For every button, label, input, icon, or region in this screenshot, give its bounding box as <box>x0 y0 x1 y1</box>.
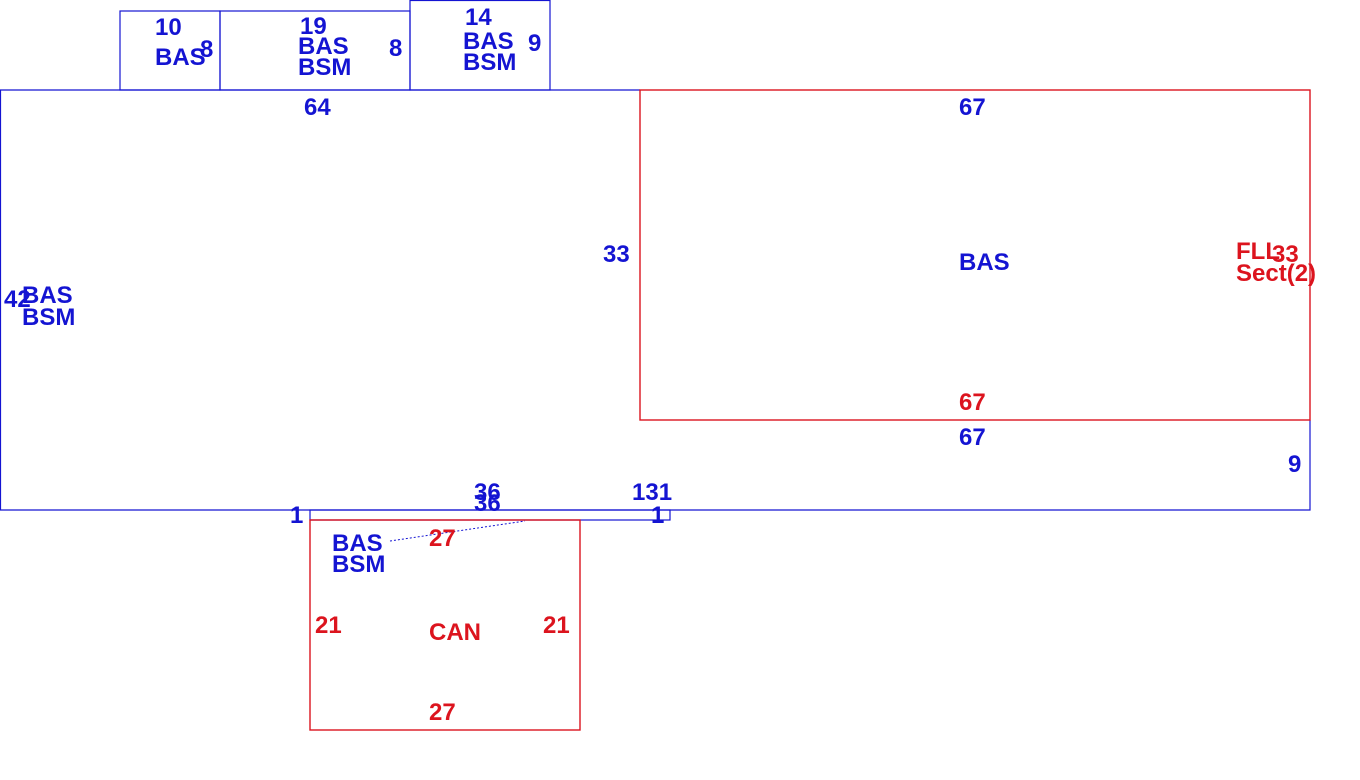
lower-right-dim-bottom-b: 1 <box>651 502 664 529</box>
bay-right-code-2: BSM <box>463 49 516 76</box>
strip-dim-top: 36 <box>474 479 501 506</box>
bay-mid-code-1: BAS <box>298 33 349 60</box>
canopy-dim-right: 21 <box>543 612 570 639</box>
canopy-outline <box>309 519 581 731</box>
canopy-dim-top: 27 <box>429 525 456 552</box>
bay-mid-dim-side: 8 <box>389 35 402 62</box>
main-code-1: BAS <box>22 282 73 309</box>
upper-right-tag-2: Sect(2) <box>1236 260 1316 287</box>
upper-right-tag-1: FLL <box>1236 238 1280 265</box>
bay-mid-dim-top: 19 <box>300 13 327 40</box>
canopy-dim-bottom: 27 <box>429 699 456 726</box>
upper-right-dim-right: 33 <box>1272 241 1299 268</box>
strip-dim-bottom: 36 <box>474 490 501 517</box>
upper-right-dim-top: 67 <box>959 94 986 121</box>
bay-left-dim-top: 10 <box>155 14 182 41</box>
leader-line <box>389 520 526 542</box>
upper-right-outline <box>639 89 1311 421</box>
main-code-2: BSM <box>22 304 75 331</box>
bay-left-code: BAS <box>155 44 206 71</box>
main-dim-inner: 33 <box>603 241 630 268</box>
bay-right-code-1: BAS <box>463 28 514 55</box>
bay-right-dim-side: 9 <box>528 30 541 57</box>
bay-right-dim-top: 14 <box>465 4 492 31</box>
lower-right-dim-top: 67 <box>959 424 986 451</box>
main-block-outline <box>0 89 1311 511</box>
bay-left-dim-side: 8 <box>200 36 213 63</box>
main-dim-left: 42 <box>4 286 31 313</box>
canopy-dim-left: 21 <box>315 612 342 639</box>
canopy-link-code-1: BAS <box>332 530 383 557</box>
strip-dim-left: 1 <box>290 502 303 529</box>
lower-right-dim-right: 9 <box>1288 451 1301 478</box>
upper-right-code: BAS <box>959 249 1010 276</box>
bay-mid-code-2: BSM <box>298 54 351 81</box>
canopy-code: CAN <box>429 619 481 646</box>
lower-right-dim-bottom-a: 131 <box>632 479 672 506</box>
canopy-link-code-2: BSM <box>332 551 385 578</box>
upper-right-dim-bottom: 67 <box>959 389 986 416</box>
main-dim-top: 64 <box>304 94 331 121</box>
